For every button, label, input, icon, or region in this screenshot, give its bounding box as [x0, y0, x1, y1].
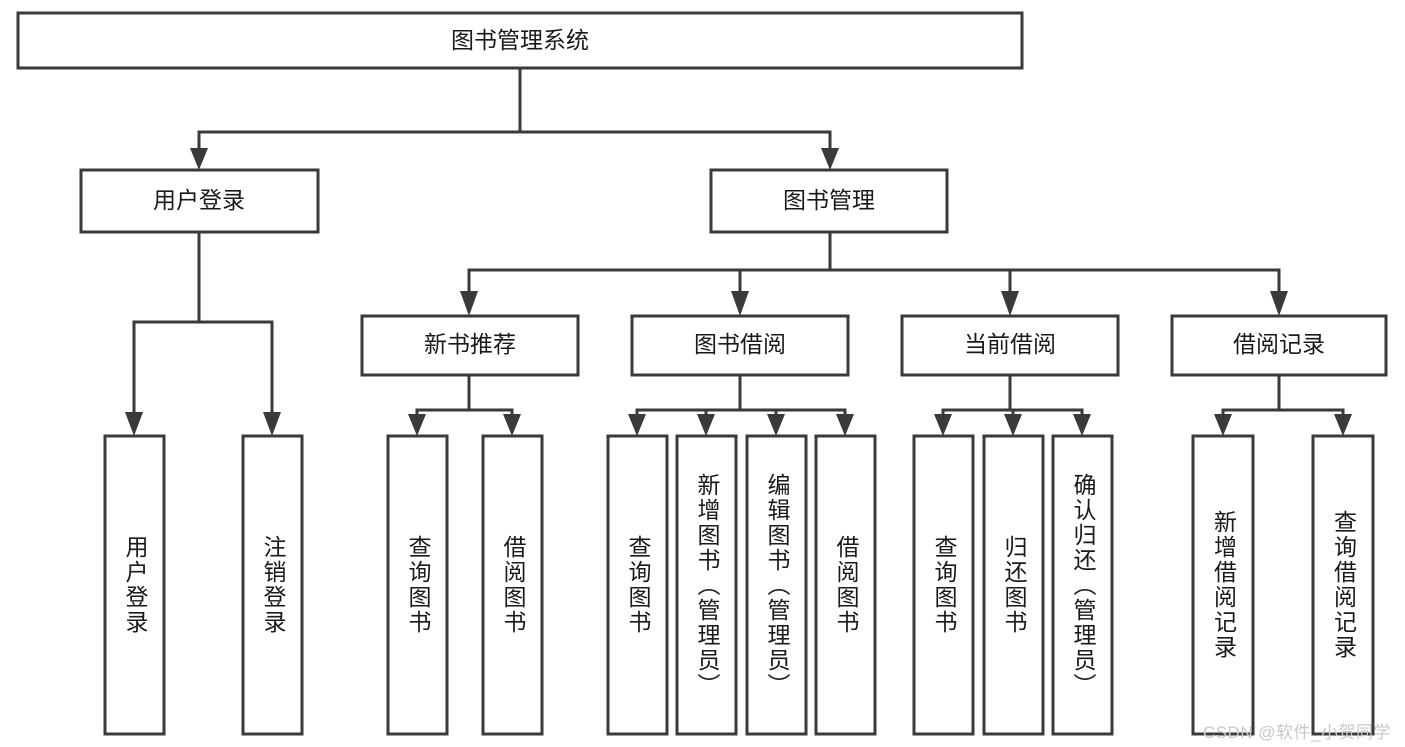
- node-leaf-5[interactable]: [675, 434, 738, 736]
- node-leaf-8[interactable]: [912, 434, 975, 736]
- node-current-borrow-label: 当前借阅: [964, 331, 1056, 357]
- arrowhead-leaf-10: [1073, 414, 1091, 436]
- arrowhead-book-manage: [821, 148, 839, 170]
- horizontal-label-group: 图书管理系统 用户登录 图书管理 新书推荐 图书借阅 当前借阅 借阅记录: [153, 27, 1325, 357]
- node-book-manage[interactable]: [709, 168, 949, 234]
- node-borrow-record-label: 借阅记录: [1233, 331, 1325, 357]
- arrowhead-leaf-11: [1214, 414, 1232, 436]
- node-borrow-record[interactable]: [1170, 314, 1388, 377]
- arrowhead-leaf-6: [767, 414, 785, 436]
- arrowhead-borrowbook: [731, 291, 749, 316]
- node-leaf-9[interactable]: [982, 434, 1045, 736]
- arrowhead-user-login: [190, 148, 208, 170]
- node-leaf-12[interactable]: [1311, 434, 1375, 736]
- node-leaf-7[interactable]: [814, 434, 877, 736]
- node-root[interactable]: [16, 11, 1024, 70]
- node-leaf-4[interactable]: [606, 434, 669, 736]
- node-book-borrow[interactable]: [630, 314, 850, 377]
- node-leaf-6[interactable]: [745, 434, 808, 736]
- node-user-login-label: 用户登录: [153, 187, 245, 213]
- node-leaf-0[interactable]: [103, 434, 166, 736]
- arrowhead-leaf-3: [503, 414, 521, 436]
- arrowhead-borrowrecord: [1270, 291, 1288, 316]
- arrowhead-leaf-1: [263, 412, 281, 436]
- node-current-borrow[interactable]: [900, 314, 1120, 377]
- arrowhead-leaf-12: [1334, 414, 1352, 436]
- arrowhead-leaf-7: [836, 414, 854, 436]
- arrowhead-leaf-8: [934, 414, 952, 436]
- node-leaf-2[interactable]: [386, 434, 449, 736]
- node-new-book-recommend[interactable]: [360, 314, 580, 377]
- arrowhead-leaf-2: [408, 414, 426, 436]
- node-new-book-recommend-label: 新书推荐: [424, 331, 516, 357]
- connector-group: [125, 66, 1352, 436]
- node-book-manage-label: 图书管理: [783, 187, 875, 213]
- arrowhead-leaf-4: [628, 414, 646, 436]
- arrowhead-leaf-9: [1004, 414, 1022, 436]
- node-box-group: [16, 11, 1388, 736]
- arrowhead-leaf-5: [697, 414, 715, 436]
- arrowhead-newbook: [460, 291, 478, 316]
- node-book-borrow-label: 图书借阅: [694, 331, 786, 357]
- node-leaf-10[interactable]: [1051, 434, 1114, 736]
- csdn-watermark: CSDN @软件_小贺同学: [1202, 723, 1391, 742]
- node-leaf-3[interactable]: [481, 434, 544, 736]
- arrowhead-currentborrow: [1001, 291, 1019, 316]
- node-leaf-1[interactable]: [241, 434, 304, 736]
- node-root-label: 图书管理系统: [451, 27, 589, 53]
- arrowhead-leaf-0: [125, 412, 143, 436]
- node-leaf-11[interactable]: [1191, 434, 1255, 736]
- node-user-login[interactable]: [79, 168, 320, 234]
